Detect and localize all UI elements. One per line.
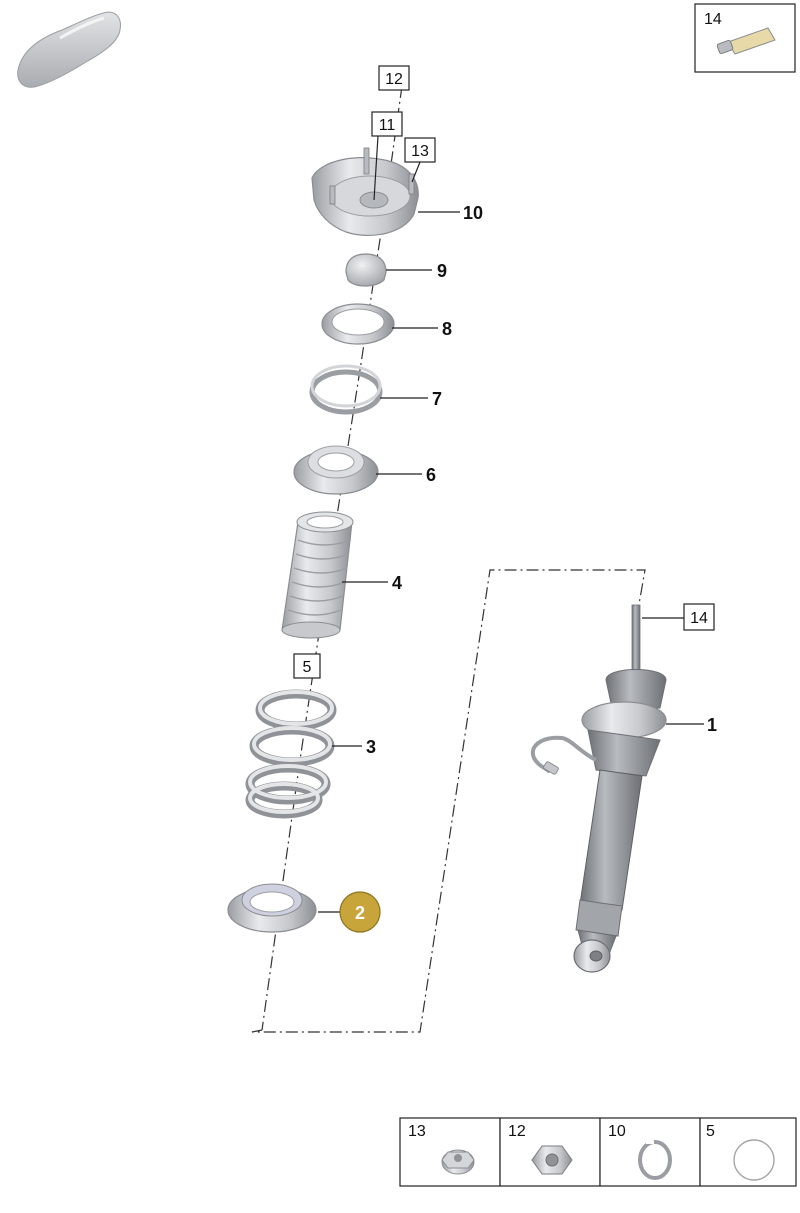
part-7-isolator-ring <box>309 364 383 415</box>
callout-12-label: 12 <box>385 71 403 88</box>
fastener-5-label: 5 <box>706 1123 715 1140</box>
callout-9-label: 9 <box>437 261 447 281</box>
part-6-upper-spring-seat <box>293 445 379 495</box>
callout-2-label: 2 <box>355 903 365 923</box>
fastener-10-label: 10 <box>608 1123 626 1140</box>
callout-7-label: 7 <box>432 389 442 409</box>
flange-nut-icon <box>441 1149 475 1175</box>
part-1-shock-absorber <box>530 604 667 973</box>
fastener-13-label: 13 <box>408 1123 426 1140</box>
part-8-bearing-ring <box>321 303 395 345</box>
part-3-coil-spring <box>245 689 337 819</box>
callout-10-label: 10 <box>463 203 483 223</box>
callout-4-label: 4 <box>392 573 402 593</box>
part-2-lower-spring-seat <box>227 883 317 933</box>
fastener-cell-10 <box>599 1117 701 1187</box>
callout-14-top-label: 14 <box>704 11 722 28</box>
callout-11-box: 11 <box>371 111 403 137</box>
vehicle-silhouette-icon <box>17 11 121 88</box>
part-10-top-mount <box>311 147 419 237</box>
callout-2-highlight: 2 <box>339 891 381 933</box>
callout-13-label: 13 <box>411 143 429 160</box>
o-ring-icon <box>733 1139 775 1181</box>
part-4-dust-boot <box>281 511 354 639</box>
callout-6-label: 6 <box>426 465 436 485</box>
lubricant-tube-icon <box>716 27 776 55</box>
callout-5-label: 5 <box>303 659 312 676</box>
callout-11-label: 11 <box>379 117 396 134</box>
callout-13-box: 13 <box>404 137 436 163</box>
callout-8-label: 8 <box>442 319 452 339</box>
callout-3-label: 3 <box>366 737 376 757</box>
callout-14-strut-label: 14 <box>690 610 708 627</box>
hex-nut-icon <box>531 1145 573 1175</box>
fastener-table: 13 12 10 5 <box>399 1117 797 1187</box>
snap-ring-icon <box>638 1138 672 1180</box>
callout-5-box: 5 <box>293 653 321 679</box>
fastener-12-label: 12 <box>508 1123 526 1140</box>
assembly-axis-loop <box>251 569 646 1033</box>
part-9-bump-stop-cap <box>345 253 387 287</box>
callout-12-box: 12 <box>378 65 410 91</box>
leader-lines <box>318 135 704 913</box>
part-14-lubricant-box: 14 <box>694 3 796 73</box>
callout-14-strut-box: 14 <box>683 603 715 631</box>
callout-1-label: 1 <box>707 715 717 735</box>
fastener-cell-5 <box>699 1117 797 1187</box>
